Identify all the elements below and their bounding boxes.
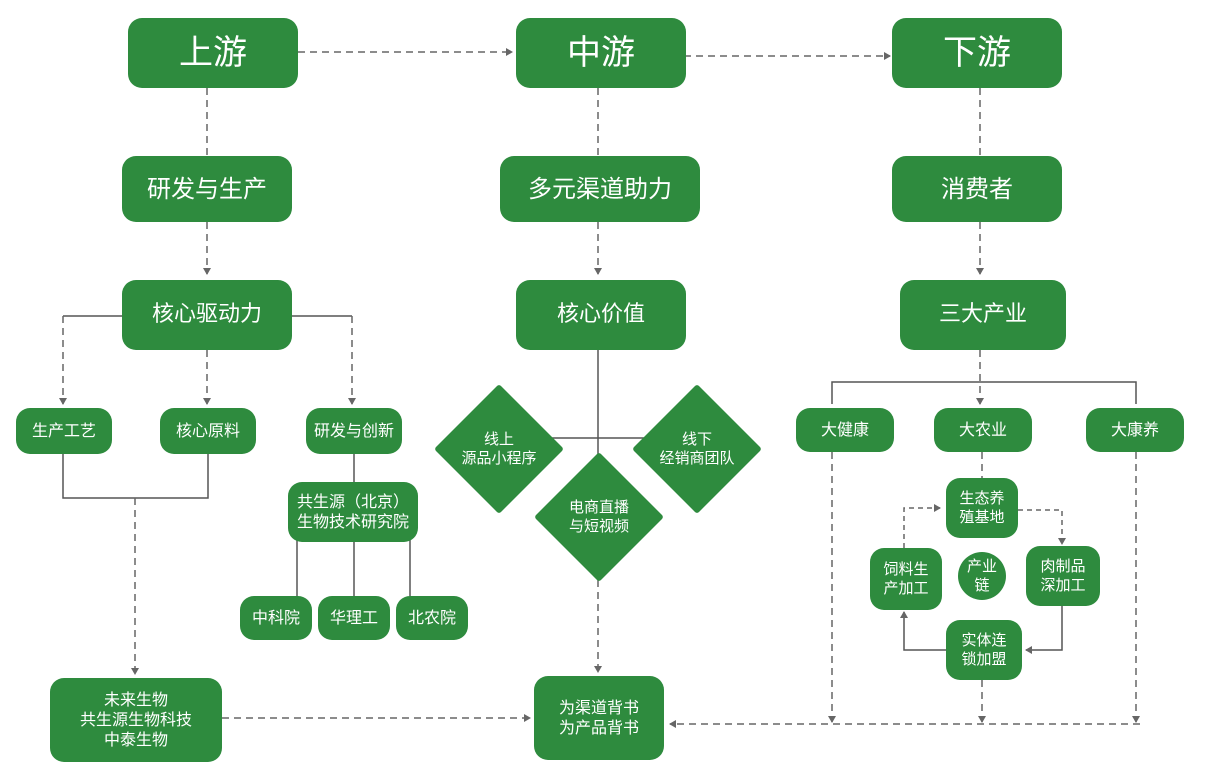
core-driver-node: 核心驱动力 xyxy=(122,280,292,350)
institute-node: 共生源（北京） 生物技术研究院 xyxy=(288,482,418,542)
channels-node: 多元渠道助力 xyxy=(500,156,700,222)
health-node: 大健康 xyxy=(796,408,894,452)
rd-innovation-node: 研发与创新 xyxy=(306,408,402,454)
ecommerce-diamond: 电商直播 与短视频 xyxy=(534,452,664,582)
industry-chain-circle: 产业 链 xyxy=(958,552,1006,600)
chain-store-node: 实体连 锁加盟 xyxy=(946,620,1022,680)
partner-ecust-node: 华理工 xyxy=(318,596,390,640)
process-node: 生产工艺 xyxy=(16,408,112,454)
agriculture-node: 大农业 xyxy=(934,408,1032,452)
offline-channel-label: 线下 经销商团队 xyxy=(659,429,735,468)
wellness-node: 大康养 xyxy=(1086,408,1184,452)
meat-processing-node: 肉制品 深加工 xyxy=(1026,546,1100,606)
breeding-base-node: 生态养 殖基地 xyxy=(946,478,1018,538)
ecommerce-label: 电商直播 与短视频 xyxy=(568,497,629,536)
online-channel-diamond: 线上 源品小程序 xyxy=(434,384,564,514)
downstream-header: 下游 xyxy=(892,18,1062,88)
three-industries-node: 三大产业 xyxy=(900,280,1066,350)
core-value-node: 核心价值 xyxy=(516,280,686,350)
rd-production-node: 研发与生产 xyxy=(122,156,292,222)
partner-cas-node: 中科院 xyxy=(240,596,312,640)
feed-processing-node: 饲料生 产加工 xyxy=(870,548,942,610)
materials-node: 核心原料 xyxy=(160,408,256,454)
upstream-header: 上游 xyxy=(128,18,298,88)
online-channel-label: 线上 源品小程序 xyxy=(461,429,537,468)
offline-channel-diamond: 线下 经销商团队 xyxy=(632,384,762,514)
consumer-node: 消费者 xyxy=(892,156,1062,222)
midstream-header: 中游 xyxy=(516,18,686,88)
companies-node: 未来生物 共生源生物科技 中泰生物 xyxy=(50,678,222,762)
endorsement-node: 为渠道背书 为产品背书 xyxy=(534,676,664,760)
partner-bjaas-node: 北农院 xyxy=(396,596,468,640)
